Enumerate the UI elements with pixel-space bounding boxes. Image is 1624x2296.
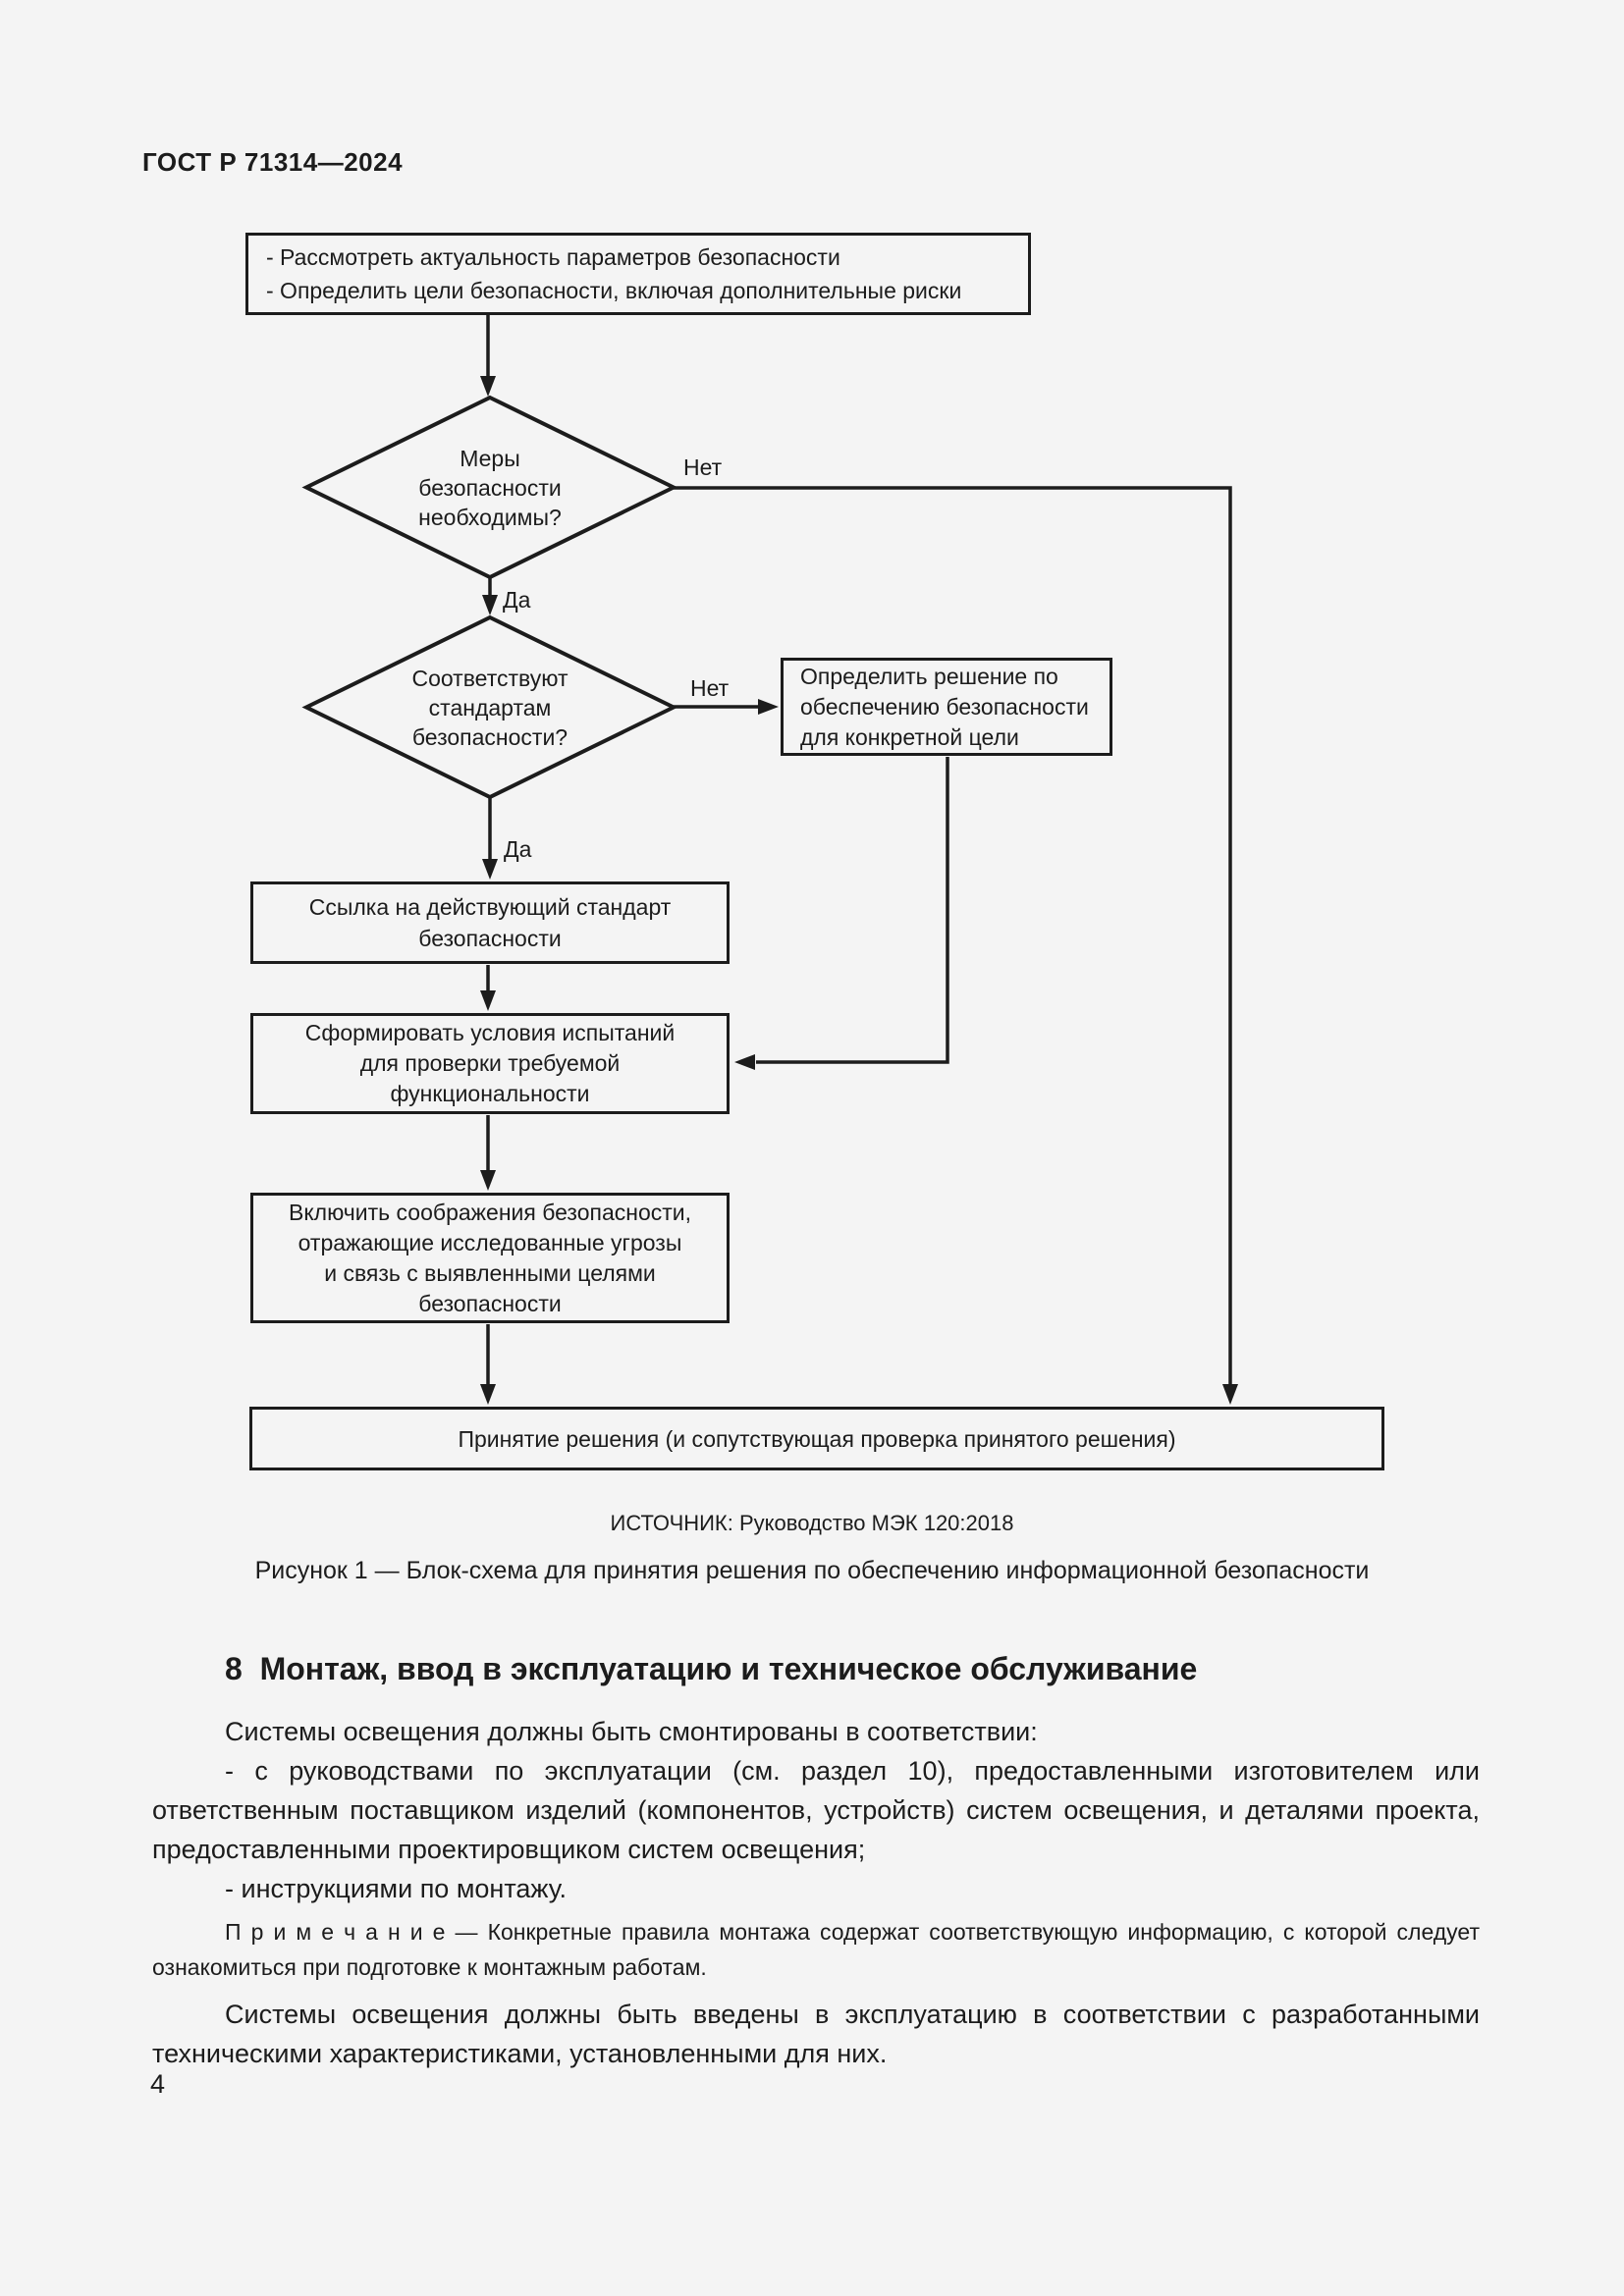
edge-label-no1: Нет: [683, 454, 723, 480]
arrowhead-into-decision1: [480, 376, 496, 397]
decision-making-box: Принятие решения (и сопутствующая провер…: [249, 1407, 1384, 1470]
define-solution-box: Определить решение по обеспечению безопа…: [781, 658, 1112, 756]
decision2-text: Соответствуют стандартам безопасности?: [411, 666, 568, 750]
decision1-text: Меры безопасности необходимы?: [418, 446, 562, 530]
connector-define-to-form-box: [756, 757, 949, 1064]
arrowhead-into-decision2: [482, 595, 498, 615]
figure-source: ИСТОЧНИК: Руководство МЭК 120:2018: [610, 1511, 1014, 1535]
decision2-diamond: [301, 614, 678, 800]
start-box: - Рассмотреть актуальность параметров бе…: [245, 233, 1031, 315]
arrowhead-into-define-box: [758, 699, 779, 715]
connector-no1-to-decision-box: [674, 486, 1232, 1386]
paragraph-commissioning: Системы освещения должны быть введены в …: [152, 2000, 1480, 2068]
arrowhead-into-reference-box: [482, 859, 498, 880]
section-heading: 8 Монтаж, ввод в эксплуатацию и техничес…: [225, 1651, 1198, 1686]
edge-label-no2: Нет: [690, 675, 730, 701]
include-considerations-box: Включить соображения безопасности, отраж…: [250, 1193, 730, 1323]
paragraph-mounting-manuals: - с руководствами по эксплуатации (см. р…: [152, 1756, 1480, 1864]
paragraph-mounting-intro: Системы освещения должны быть смонтирова…: [225, 1717, 1038, 1746]
document-code: ГОСТ Р 71314—2024: [142, 147, 404, 177]
paragraph-mounting-instructions: - инструкциями по монтажу.: [225, 1874, 568, 1903]
note-paragraph: П р и м е ч а н и е — Конкретные правила…: [152, 1919, 1480, 1980]
reference-standard-box: Ссылка на действующий стандарт безопасно…: [250, 881, 730, 964]
arrowhead-into-decision-box-left: [480, 1384, 496, 1405]
form-test-conditions-box: Сформировать условия испытаний для прове…: [250, 1013, 730, 1114]
edge-label-yes2: Да: [504, 836, 532, 862]
arrowhead-into-include-box: [480, 1170, 496, 1191]
page-number: 4: [150, 2069, 166, 2099]
decision1-diamond: [301, 395, 678, 580]
arrowhead-into-form-box-top: [480, 990, 496, 1011]
edge-label-yes1: Да: [503, 587, 531, 613]
arrowhead-into-form-box-right: [734, 1054, 755, 1070]
figure-caption: Рисунок 1 — Блок-схема для принятия реше…: [254, 1557, 1370, 1584]
arrowhead-into-decision-box-right: [1222, 1384, 1238, 1405]
flowchart-connectors: [301, 315, 1238, 1405]
